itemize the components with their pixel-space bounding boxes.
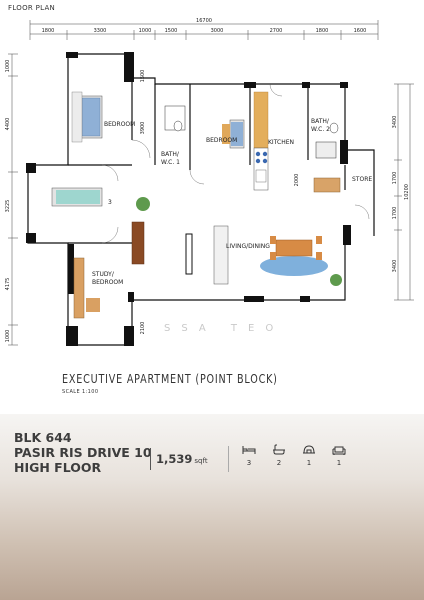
helmet-icon [303, 445, 315, 454]
bath-wc-1: BATH/ W.C. 1 [161, 105, 186, 166]
store: STORE [313, 176, 372, 193]
dim-inner-1: 1500 [140, 70, 146, 83]
bedroom-3-label: 3 [108, 199, 112, 206]
bedroom-3: 3 [51, 187, 150, 211]
floor-plan: 16700 1800 3300 1000 1500 3000 2700 1800… [5, 18, 414, 346]
bedroom-1-label: BEDROOM [104, 121, 135, 128]
study-bedroom-label: BEDROOM [92, 279, 123, 286]
dim-total-width: 16700 [196, 18, 212, 24]
listing-panel: BLK 644 PASIR RIS DRIVE 10 HIGH FLOOR 1,… [0, 414, 424, 600]
bedrooms-count: 3 [246, 459, 252, 467]
dim-inner-3: 2000 [294, 174, 300, 187]
bath-1-label: BATH/ [161, 151, 180, 158]
dim-left-5: 1000 [5, 330, 11, 343]
address-block: BLK 644 PASIR RIS DRIVE 10 HIGH FLOOR [14, 430, 152, 475]
bath-wc-2: BATH/ W.C. 2 [311, 118, 339, 159]
dim-inner-4: 2100 [140, 322, 146, 335]
kitchen: KITCHEN [253, 91, 294, 191]
street-name: PASIR RIS DRIVE 10 [14, 445, 152, 460]
watermark: SSA TEO [164, 323, 285, 334]
dim-right-4: 3400 [392, 260, 398, 273]
dim-top-3: 1000 [139, 28, 152, 34]
living-dining-label: LIVING/DINING [226, 243, 270, 250]
feature-bedrooms: 3 [238, 444, 260, 467]
dim-top-8: 1600 [354, 28, 367, 34]
features-list: 3 2 1 1 [238, 444, 350, 467]
dim-right-2: 1700 [392, 172, 398, 185]
bathrooms-count: 2 [276, 459, 282, 467]
dim-left-2: 4400 [5, 118, 11, 131]
block-number: BLK 644 [14, 430, 72, 445]
feature-bathrooms: 2 [268, 444, 290, 467]
kitchen-label: KITCHEN [268, 139, 294, 146]
dim-top-1: 1800 [42, 28, 55, 34]
bed-icon [242, 446, 256, 454]
dim-right-3: 1700 [392, 207, 398, 220]
divider [150, 448, 151, 470]
wc-1-label: W.C. 1 [161, 159, 180, 166]
living-room-count: 1 [336, 459, 342, 467]
dim-top-7: 1800 [316, 28, 329, 34]
helper-room-count: 1 [306, 459, 312, 467]
bathtub-icon [273, 444, 285, 455]
scale-label: SCALE 1:100 [62, 389, 99, 395]
area-unit: sqft [194, 457, 208, 465]
study-label: STUDY/ [92, 271, 115, 278]
dim-left-3: 3225 [5, 200, 11, 213]
dim-right-1: 3400 [392, 116, 398, 129]
header-label: FLOOR PLAN [8, 4, 56, 12]
study-bedroom: STUDY/ BEDROOM [73, 257, 123, 319]
feature-helper-room: 1 [298, 444, 320, 467]
dim-top-4: 1500 [165, 28, 178, 34]
apartment-title: EXECUTIVE APARTMENT (POINT BLOCK) [62, 372, 278, 386]
bedroom-1: BEDROOM [71, 91, 135, 143]
dim-left-4: 4175 [5, 278, 11, 291]
bath-2-label: BATH/ [311, 118, 330, 125]
bedroom-2: BEDROOM [206, 119, 245, 149]
wc-2-label: W.C. 2 [311, 126, 330, 133]
store-label: STORE [352, 176, 372, 183]
bedroom-2-label: BEDROOM [206, 137, 237, 144]
feature-living-room: 1 [328, 444, 350, 467]
floor-level: HIGH FLOOR [14, 460, 102, 475]
dim-right-total: 10200 [404, 184, 410, 200]
features-divider [228, 446, 229, 472]
dim-top-5: 3000 [211, 28, 224, 34]
living-dining: LIVING/DINING [131, 221, 342, 286]
dim-inner-2: 3900 [140, 122, 146, 135]
area-value: 1,539 [156, 452, 193, 466]
dim-top-2: 3300 [94, 28, 107, 34]
sofa-icon [332, 446, 346, 455]
dim-left-1: 1000 [5, 60, 11, 73]
dim-top-6: 2700 [270, 28, 283, 34]
